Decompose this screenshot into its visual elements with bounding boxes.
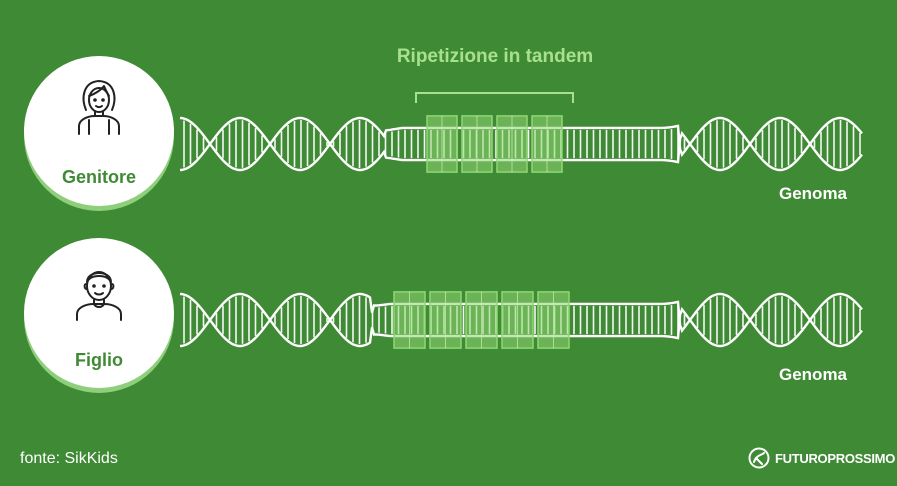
repeat-title: Ripetizione in tandem [396,46,594,67]
parent-genome-label: Genoma [779,184,848,203]
parent-avatar: Genitore [24,56,174,206]
man-icon [76,271,122,321]
parent-label: Genitore [61,167,136,187]
parent-genome-strand [179,115,863,173]
brand-logo: FUTUROPROSSIMO [748,447,895,469]
child-genome-strand [179,291,863,349]
repeat-bracket [415,92,574,103]
woman-icon [78,80,120,135]
brand-name: FUTUROPROSSIMO [775,450,896,466]
child-genome-label: Genoma [779,365,848,384]
source-credit: fonte: SikKids [20,450,118,467]
child-avatar: Figlio [24,238,174,388]
child-label: Figlio [75,350,123,370]
brand-logo-icon [748,447,770,469]
